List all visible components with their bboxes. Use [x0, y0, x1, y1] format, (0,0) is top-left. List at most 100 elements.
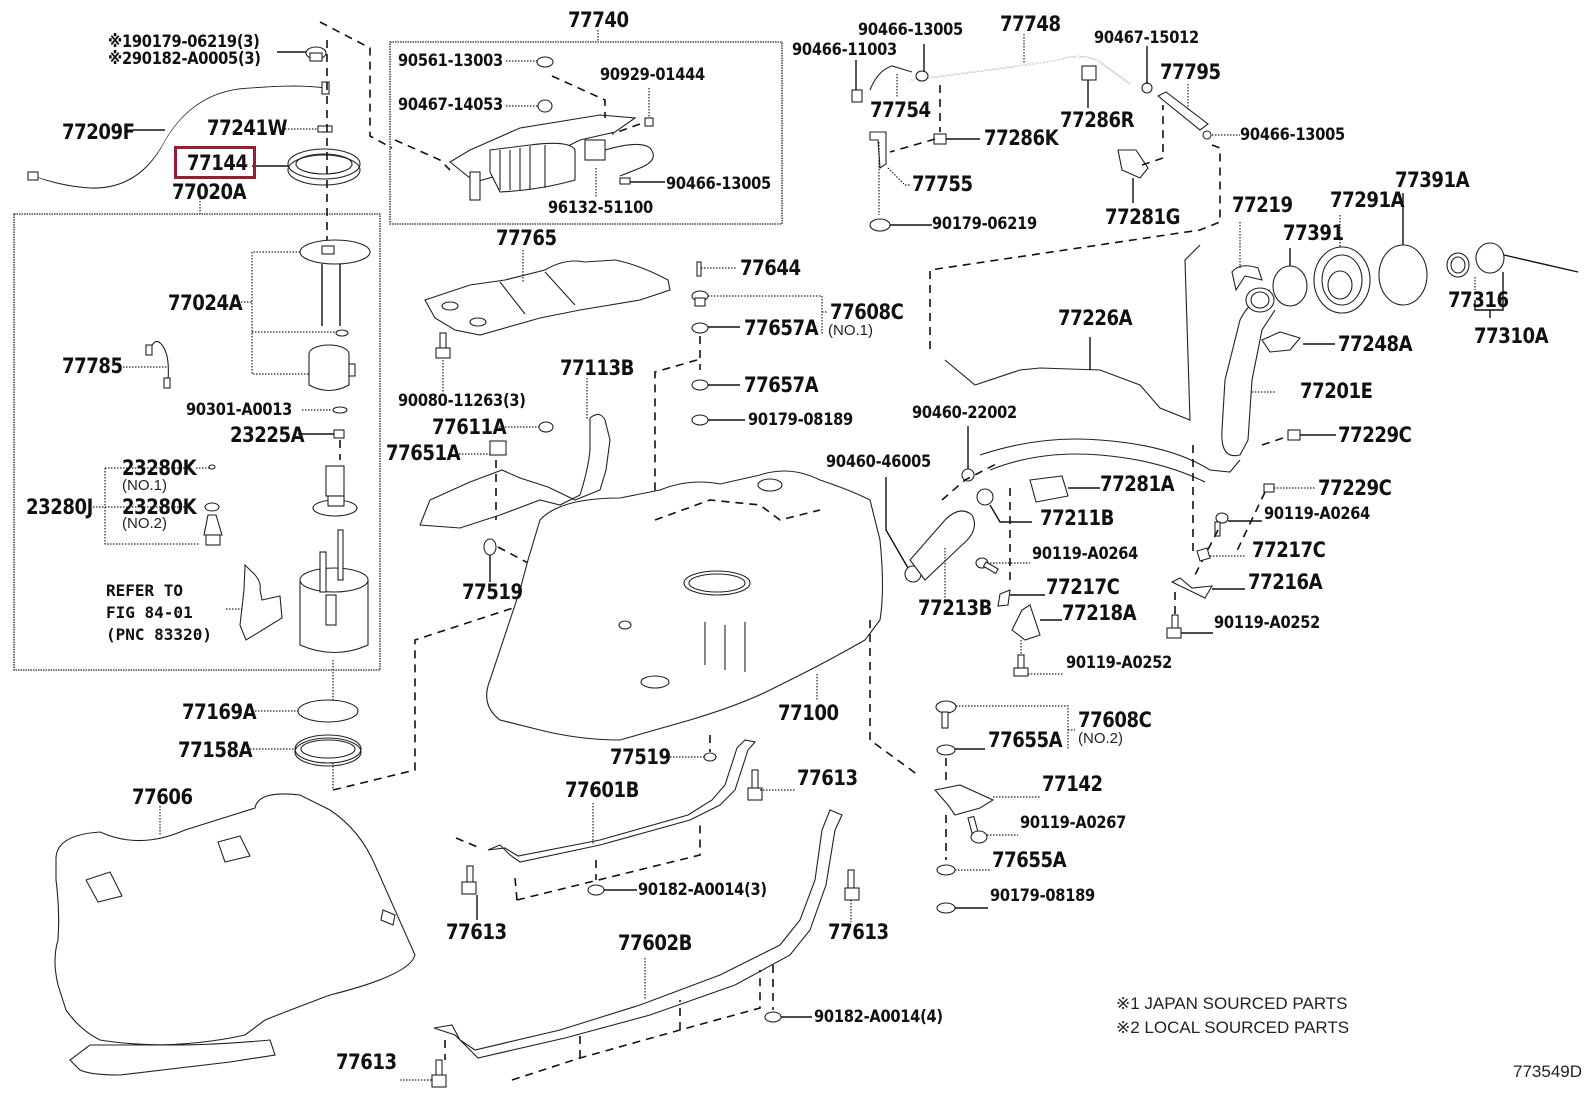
part-label-77608C-no1[interactable]: 77608C [830, 300, 904, 324]
bolt-90119-A0264-a[interactable] [975, 557, 999, 575]
bolt-90119-A0267[interactable] [967, 815, 988, 844]
nut-90179-08189-a[interactable] [691, 414, 709, 426]
bolt-90467-14053[interactable] [537, 99, 553, 113]
part-label-77608C-no2[interactable]: 77608C [1078, 708, 1152, 732]
bolt-77613-b[interactable] [461, 865, 477, 895]
part-label-90301-A0013[interactable]: 90301-A0013 [186, 400, 293, 420]
fuel-pump-23280J[interactable] [312, 465, 358, 517]
part-label-90119-A0264-b[interactable]: 90119-A0264 [1264, 504, 1371, 524]
part-label-77785[interactable]: 77785 [62, 354, 123, 378]
part-label-90460-22002[interactable]: 90460-22002 [912, 403, 1017, 423]
part-label-77142[interactable]: 77142 [1042, 772, 1103, 796]
part-label-77754[interactable]: 77754 [870, 98, 931, 122]
clip-77281G[interactable] [1117, 149, 1149, 179]
pressure-regulator[interactable] [203, 464, 223, 546]
nut-90182-A0014-b[interactable] [764, 1011, 782, 1023]
clamp-90466-13005-c[interactable] [1202, 130, 1212, 140]
part-label-77765[interactable]: 77765 [496, 226, 557, 250]
filler-pipe-77201E[interactable] [979, 287, 1276, 483]
part-label-77213B[interactable]: 77213B [918, 596, 993, 620]
part-label-77657A-2[interactable]: 77657A [744, 373, 819, 397]
part-label-96132-51100[interactable]: 96132-51100 [548, 198, 653, 218]
part-label-77218A[interactable]: 77218A [1062, 601, 1137, 625]
part-label-90179-06219[interactable]: 90179-06219 [932, 214, 1037, 234]
grommet-77657A-2[interactable] [691, 379, 709, 391]
bracket-77113B[interactable] [419, 413, 611, 529]
part-label-77613-c[interactable]: 77613 [828, 920, 889, 944]
refer-line-2[interactable]: FIG 84-01 [106, 603, 193, 622]
part-label-90080-11263-3[interactable]: 90080-11263(3) [398, 391, 526, 411]
nut-90182-A0014-a[interactable] [587, 884, 605, 896]
part-label-90182-A0014-3[interactable]: 90182-A0014(3) [638, 880, 767, 900]
part-label-77519-b[interactable]: 77519 [610, 745, 671, 769]
nut-90561-13003[interactable] [536, 56, 554, 68]
bracket-77755[interactable] [869, 131, 887, 169]
protector-77248A[interactable] [1261, 331, 1301, 353]
clip-77611A[interactable] [538, 421, 554, 433]
part-label-77606[interactable]: 77606 [132, 785, 193, 809]
fuel-cap-77310A[interactable] [1475, 242, 1579, 274]
part-label-77291A[interactable]: 77291A [1330, 188, 1405, 212]
part-label-77655A-2[interactable]: 77655A [992, 848, 1067, 872]
part-label-77217C-b[interactable]: 77217C [1252, 538, 1326, 562]
retainer-ring-77144[interactable] [287, 148, 361, 186]
gasket-77391[interactable] [1272, 265, 1308, 307]
bolt-90080-11263[interactable] [435, 332, 451, 359]
clip-90929-01444[interactable] [644, 117, 654, 127]
grommet-77655A-1[interactable] [936, 744, 956, 756]
part-label-90466-13005-c[interactable]: 90466-13005 [1240, 125, 1345, 145]
part-label-90182-A0014-4[interactable]: 90182-A0014(4) [814, 1007, 943, 1027]
part-label-77613-b[interactable]: 77613 [446, 920, 507, 944]
part-label-77655A-1[interactable]: 77655A [988, 728, 1063, 752]
part-label-90929-01444[interactable]: 90929-01444 [600, 65, 705, 85]
clip-77644[interactable] [696, 261, 702, 277]
part-label-77241W[interactable]: 77241W [207, 116, 288, 140]
part-label-77113B[interactable]: 77113B [560, 356, 635, 380]
part-label-90119-A0252-b[interactable]: 90119-A0252 [1214, 613, 1321, 633]
fuel-pump-module-body[interactable] [299, 529, 369, 653]
part-label-77644[interactable]: 77644 [740, 256, 801, 280]
gasket-77391A[interactable] [1378, 244, 1428, 306]
tank-strap-77602B[interactable] [433, 809, 843, 1059]
part-label-77657A-1[interactable]: 77657A [744, 316, 819, 340]
clip-90466-11003[interactable] [851, 89, 863, 103]
part-label-23280J[interactable]: 23280J [26, 495, 93, 519]
clip-77241W[interactable] [317, 125, 333, 133]
part-label-77024A[interactable]: 77024A [168, 291, 243, 315]
bolt-90119-A0252-a[interactable] [1013, 654, 1029, 677]
part-label-77169A[interactable]: 77169A [182, 700, 257, 724]
part-label-90467-14053[interactable]: 90467-14053 [398, 95, 503, 115]
bracket-77218A[interactable] [1011, 604, 1041, 641]
part-label-77229C-2[interactable]: 77229C [1318, 476, 1392, 500]
bolt-90119-A0264-b[interactable] [1214, 512, 1229, 537]
part-label-77219[interactable]: 77219 [1232, 193, 1293, 217]
clip-77608C-no2[interactable] [935, 700, 957, 729]
tank-strap-77601B[interactable] [487, 739, 757, 863]
part-label-90467-15012[interactable]: 90467-15012 [1094, 28, 1199, 48]
part-label-77209F[interactable]: 77209F [62, 120, 135, 144]
part-label-77286K[interactable]: 77286K [984, 126, 1059, 150]
charcoal-canister-77740[interactable] [449, 114, 654, 201]
part-label-90119-A0252-a[interactable]: 90119-A0252 [1066, 653, 1173, 673]
fuel-sensor-bracket[interactable] [239, 563, 283, 641]
bolt-90119-A0252-b[interactable] [1166, 614, 1182, 639]
gasket-77158A[interactable] [294, 734, 362, 767]
filler-housing-77291A[interactable] [1313, 246, 1371, 314]
part-label-90460-46005[interactable]: 90460-46005 [826, 452, 931, 472]
heat-insulator-77606[interactable] [54, 793, 416, 1076]
bracket-77142[interactable] [933, 784, 995, 816]
part-label-77748[interactable]: 77748 [1000, 12, 1061, 36]
part-label-77144[interactable]: 77144 [187, 151, 248, 175]
part-label-90466-13005-b[interactable]: 90466-13005 [858, 20, 963, 40]
fuel-hose-77209F[interactable] [27, 81, 330, 189]
nut-90179-06219[interactable] [305, 46, 327, 62]
bracket-77216A[interactable] [1170, 577, 1214, 599]
part-label-77740[interactable]: 77740 [568, 8, 629, 32]
part-label-77519-a[interactable]: 77519 [462, 580, 523, 604]
nut-90179-06219[interactable] [869, 218, 891, 232]
cap-gasket-77316[interactable] [1446, 252, 1470, 278]
part-label-77248A[interactable]: 77248A [1338, 332, 1413, 356]
part-label-77216A[interactable]: 77216A [1248, 570, 1323, 594]
bolt-77613-d[interactable] [431, 1059, 447, 1088]
plug-77519-b[interactable] [703, 752, 717, 762]
